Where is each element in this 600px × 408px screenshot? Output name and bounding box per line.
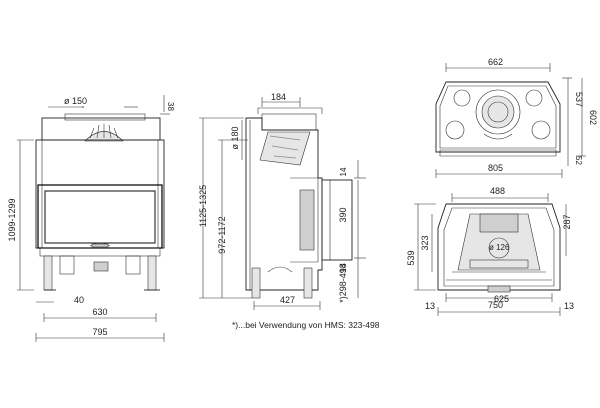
front-view: ø 150 38 1099-1299 40 630 795 xyxy=(7,95,175,342)
front-top-offset-label: 38 xyxy=(166,102,175,111)
side-depth-label: 427 xyxy=(280,295,295,305)
front-foot-inset-label: 40 xyxy=(74,295,84,305)
section-right-margin-label: 13 xyxy=(564,301,574,311)
section-top-width-label: 488 xyxy=(490,186,505,196)
top-view: 662 537 602 52 805 xyxy=(435,57,598,178)
section-right-height-label: 287 xyxy=(562,214,572,229)
side-lower-gap-label: 14 xyxy=(339,263,348,272)
top-outline xyxy=(435,81,561,153)
front-leg-right xyxy=(147,255,157,291)
side-base-height-label: *)298-498 xyxy=(338,263,348,303)
section-flue-label: ø 126 xyxy=(489,243,510,252)
section-outline xyxy=(437,203,561,291)
side-door-block xyxy=(321,179,353,261)
top-depth-outer-label: 537 xyxy=(574,92,584,107)
front-inner-width-label: 630 xyxy=(92,307,107,317)
top-overall-width-label: 805 xyxy=(488,163,503,173)
side-door-height-label: 972-1172 xyxy=(217,216,227,253)
top-depth-total-label: 602 xyxy=(588,110,598,125)
top-width-label: 662 xyxy=(488,57,503,67)
section-flue-circle xyxy=(488,237,510,259)
front-height-label: 1099-1299 xyxy=(7,198,17,241)
top-front-offset-label: 52 xyxy=(574,156,583,165)
side-view: 184 ø 180 1125-1325 972-1172 14 390 14 *… xyxy=(198,92,366,310)
section-total-height-label: 539 xyxy=(406,250,416,265)
section-inner-width-label: 625 xyxy=(494,294,509,304)
side-body xyxy=(245,117,323,291)
side-baffle xyxy=(259,131,311,166)
front-leg-left xyxy=(43,255,53,291)
section-left-margin-label: 13 xyxy=(425,301,435,311)
side-upper-gap-label: 14 xyxy=(339,167,348,176)
section-view: ø 126 488 323 539 287 625 750 13 13 xyxy=(406,186,574,316)
front-door-glass xyxy=(44,190,156,244)
side-opening-height-label: 390 xyxy=(338,207,348,222)
front-overall-width-label: 795 xyxy=(92,327,107,337)
front-base-frame xyxy=(39,247,161,257)
side-total-height-label: 1125-1325 xyxy=(198,185,208,227)
top-flue-outer xyxy=(475,89,521,135)
side-flue-diameter-label: ø 180 xyxy=(230,126,240,149)
front-flue-diameter-label: ø 150 xyxy=(64,96,87,106)
side-top-depth-label: 184 xyxy=(271,92,286,102)
section-overall-width-label: 750 xyxy=(488,300,503,310)
section-upper-height-label: 323 xyxy=(420,235,430,250)
footnote: *)...bei Verwendung von HMS: 323-498 xyxy=(232,320,380,330)
